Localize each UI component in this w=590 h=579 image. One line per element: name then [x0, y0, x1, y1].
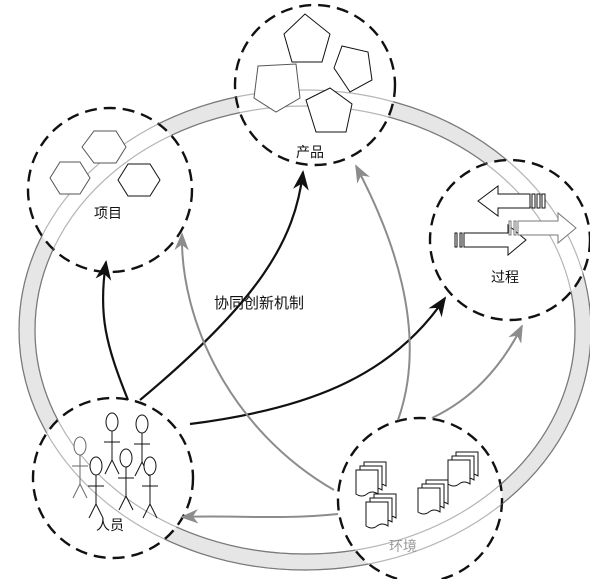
arrow-people-to-product — [139, 170, 309, 401]
diagram-title: 协同创新机制 — [214, 294, 304, 312]
arrow-people-to-project — [95, 260, 130, 401]
people-arrows — [95, 170, 447, 426]
arrow-environment-to-process — [431, 324, 523, 419]
arrow-environment-to-product — [355, 164, 411, 421]
arrow-environment-to-project — [174, 232, 335, 491]
environment-arrows — [174, 164, 523, 524]
label-process: 过程 — [491, 270, 519, 286]
people-circle — [31, 396, 195, 560]
label-people: 人员 — [96, 518, 124, 534]
label-product: 产品 — [296, 145, 324, 161]
label-project: 项目 — [94, 206, 122, 222]
arrow-icon — [454, 185, 577, 257]
label-environment: 环境 — [389, 539, 417, 555]
stick-figure-icon — [72, 412, 158, 519]
arrow-people-to-process — [189, 296, 447, 426]
hexagon-icon — [49, 130, 161, 197]
arrow-environment-to-people — [180, 509, 339, 524]
document-stack-icon — [355, 451, 479, 529]
product-circle — [233, 3, 397, 167]
project-circle — [26, 106, 194, 274]
outer-ring-overlay — [18, 89, 590, 571]
pentagon-icon — [253, 13, 373, 133]
